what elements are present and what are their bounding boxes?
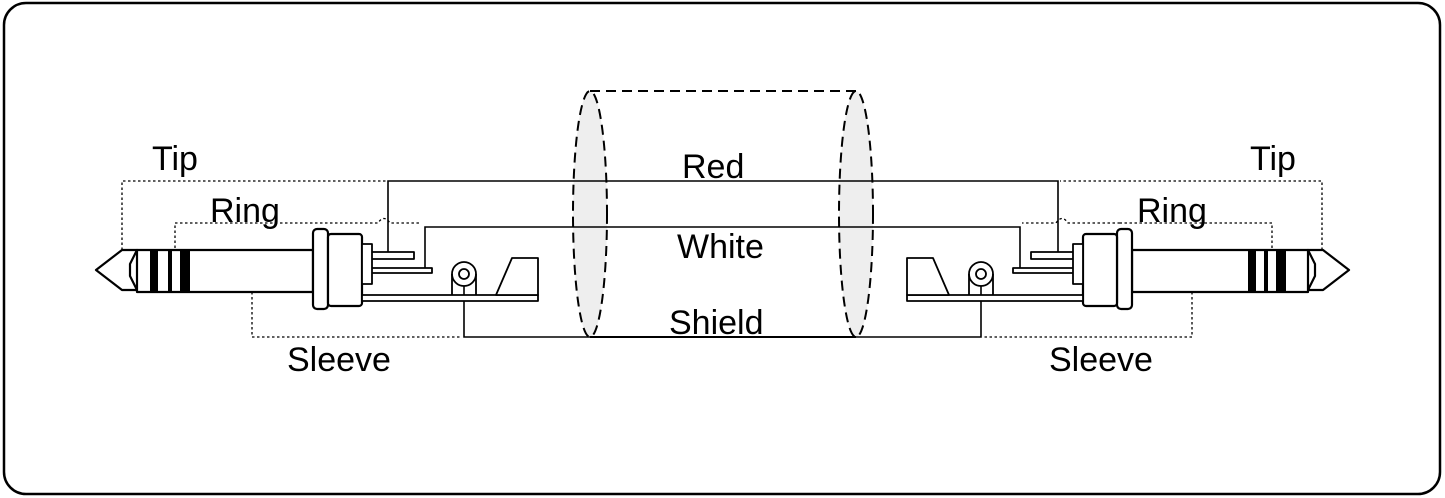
right-sleeve-label: Sleeve xyxy=(1049,341,1153,379)
left-ring-label: Ring xyxy=(210,192,280,230)
callout-lines xyxy=(121,180,1323,338)
left-plug-collar xyxy=(311,227,330,311)
shield-left-end xyxy=(572,90,608,338)
right-tip-label: Tip xyxy=(1250,140,1296,178)
left-sleeve-lug xyxy=(361,294,539,302)
left-sleeve-label: Sleeve xyxy=(287,341,391,379)
right-plug-collar xyxy=(1115,227,1134,311)
right-trs-plug xyxy=(906,227,1351,311)
wire-red xyxy=(387,180,1059,252)
left-plug-tip xyxy=(94,248,139,292)
left-tip-label: Tip xyxy=(152,140,198,178)
right-plug-tip xyxy=(1306,248,1351,292)
wire-white xyxy=(424,226,1021,268)
shield-wire-label: Shield xyxy=(669,304,764,342)
right-sleeve-lug xyxy=(906,294,1084,302)
red-wire-label: Red xyxy=(682,148,744,186)
shield-right-end xyxy=(838,90,874,338)
right-cable-clamp xyxy=(906,257,950,296)
right-ring-label: Ring xyxy=(1137,192,1207,230)
white-wire-label: White xyxy=(677,228,764,266)
left-trs-plug xyxy=(94,227,539,311)
left-cable-clamp xyxy=(495,257,539,296)
wire-shield xyxy=(463,281,982,338)
left-plug-shaft xyxy=(135,248,315,294)
cable-shield xyxy=(572,90,874,338)
